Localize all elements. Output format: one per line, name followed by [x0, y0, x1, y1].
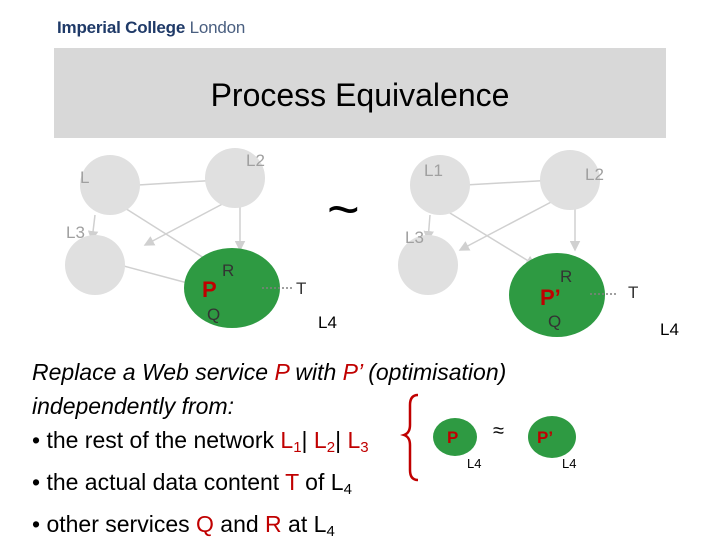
- bullet-data-content: • the actual data content T of L4: [32, 469, 352, 498]
- label-l4: L4: [318, 313, 337, 332]
- label-r: R: [222, 261, 234, 280]
- label-t: T: [296, 279, 306, 298]
- edge: [458, 199, 556, 251]
- label-l4: L4: [660, 320, 679, 339]
- node-l3: [65, 235, 125, 295]
- title-banner: [54, 48, 666, 138]
- page-title: Process Equivalence: [210, 77, 510, 113]
- label-p: P: [202, 277, 217, 302]
- node-l3: [398, 235, 458, 295]
- node-p: [184, 248, 280, 328]
- node-l2: [205, 148, 265, 208]
- label-l2: L2: [585, 165, 604, 184]
- inset-label-l4-a: L4: [467, 456, 481, 471]
- edge: [119, 204, 217, 266]
- logo-bold-text: Imperial College: [57, 18, 186, 37]
- edge: [464, 175, 557, 186]
- right-network: L1 L2 L3 P’ R Q T L4: [398, 150, 679, 339]
- label-r: R: [560, 267, 572, 286]
- inset-equivalence: P L4 ≈ P’ L4: [433, 416, 576, 471]
- label-l2: L2: [246, 151, 265, 170]
- text-line-2: independently from:: [32, 393, 235, 419]
- label-l1: L: [80, 168, 89, 187]
- label-t: T: [628, 283, 638, 302]
- inset-label-l4-b: L4: [562, 456, 576, 471]
- bullet-other-services: • other services Q and R at L4: [32, 511, 335, 540]
- label-l3: L3: [405, 228, 424, 247]
- node-l2: [540, 150, 600, 210]
- node-l1: [80, 155, 140, 215]
- label-l1: L1: [424, 161, 443, 180]
- equivalence-symbol: ~: [327, 177, 360, 240]
- logo-light-text: London: [189, 18, 246, 37]
- edge: [119, 264, 197, 288]
- label-q: Q: [207, 305, 220, 324]
- inset-node-p-prime: [528, 416, 576, 458]
- edge: [444, 209, 537, 266]
- inset-approx: ≈: [493, 420, 504, 442]
- bullet-network: • the rest of the network L1| L2| L3: [32, 427, 369, 456]
- left-network: L L2 L3 P R Q T L4: [65, 148, 337, 332]
- text-line-1: Replace a Web service P with P’ (optimis…: [32, 359, 507, 385]
- node-p-prime: [509, 253, 605, 337]
- label-p-prime: P’: [540, 285, 561, 310]
- label-q: Q: [548, 312, 561, 331]
- inset-node-p: [433, 418, 477, 456]
- node-l1: [410, 155, 470, 215]
- inset-label-p-prime: P’: [537, 428, 553, 447]
- edge: [143, 199, 231, 246]
- body-text: Replace a Web service P with P’ (optimis…: [32, 355, 712, 549]
- imperial-logo: Imperial College London: [57, 18, 245, 38]
- red-brace: [400, 393, 419, 482]
- label-l3: L3: [66, 223, 85, 242]
- inset-label-p: P: [447, 428, 458, 447]
